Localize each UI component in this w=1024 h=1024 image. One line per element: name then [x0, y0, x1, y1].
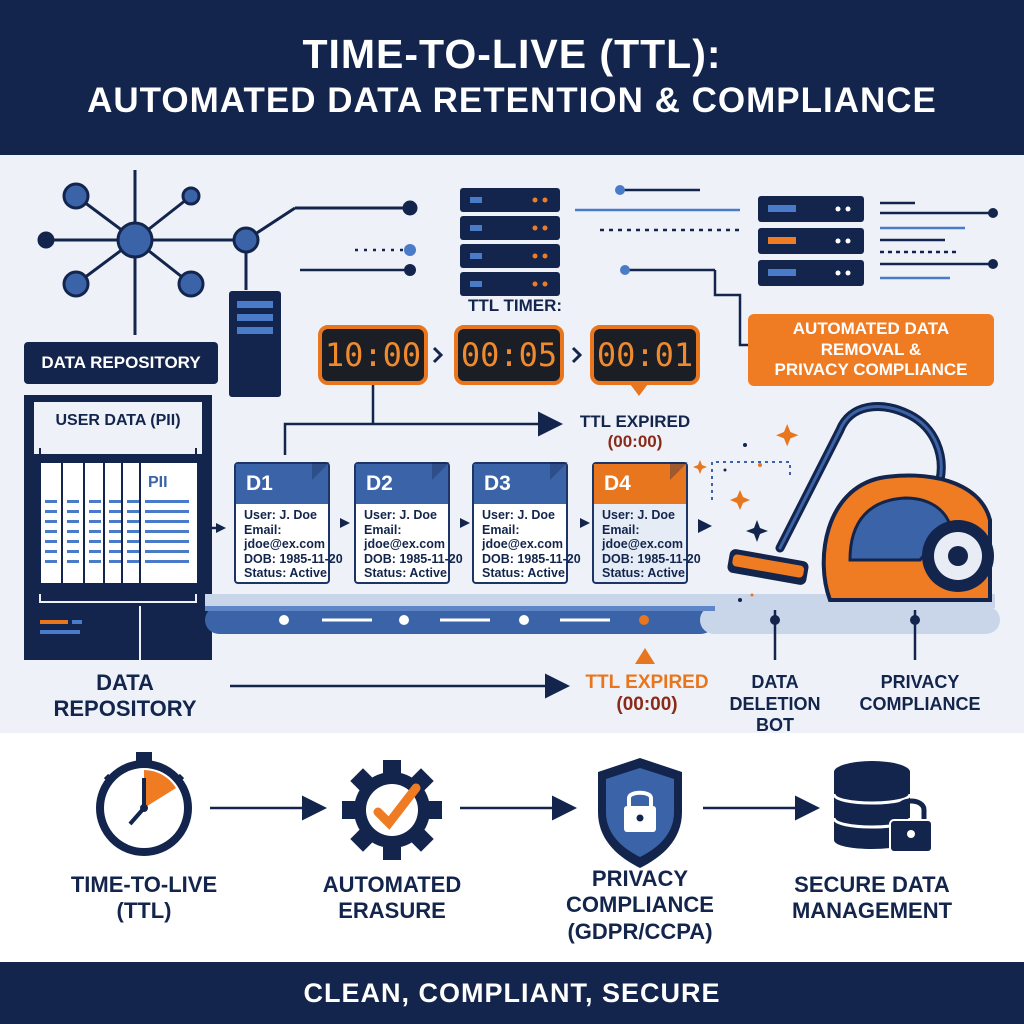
- card-email: jdoe@ex.com: [602, 537, 683, 551]
- ttl-line-1: TIME-TO-LIVE: [70, 872, 218, 897]
- card-corner-icon: [432, 462, 450, 480]
- data-links: [300, 244, 416, 276]
- ttl-expired-top: TTL EXPIRED: [579, 412, 691, 431]
- privacy-line-2: COMPLIANCE: [859, 693, 981, 714]
- data-repository-label: DATA REPOSITORY: [40, 670, 210, 723]
- ttl-timer-label: TTL TIMER:: [467, 296, 563, 315]
- process-label-erasure: AUTOMATED ERASURE: [292, 872, 492, 925]
- automated-removal-box: AUTOMATED DATA REMOVAL & PRIVACY COMPLIA…: [748, 314, 994, 386]
- card-status: Status: Active: [364, 566, 447, 580]
- secure-line-2: MANAGEMENT: [791, 898, 953, 924]
- timer-pointer: [630, 384, 648, 396]
- card-id: D3: [474, 464, 566, 504]
- deletion-bot-label: DATA DELETION BOT: [715, 672, 835, 737]
- removal-line-1: AUTOMATED DATA: [792, 319, 950, 339]
- process-label-privacy: PRIVACY COMPLIANCE (GDPR/CCPA): [530, 866, 750, 945]
- repo-label-line-1: DATA: [96, 670, 154, 695]
- card-user: User: J. Doe: [482, 508, 555, 522]
- card-id: D1: [236, 464, 328, 504]
- header-banner: TIME-TO-LIVE (TTL): AUTOMATED DATA RETEN…: [0, 0, 1024, 155]
- title-line-1: TIME-TO-LIVE (TTL):: [302, 31, 722, 78]
- removal-line-2: REMOVAL &: [820, 339, 922, 359]
- user-data-label: USER DATA (PII): [55, 412, 181, 429]
- card-arrows: [206, 518, 712, 533]
- card-id: D2: [356, 464, 448, 504]
- pii-document-stack: PII: [39, 461, 199, 585]
- privacy-proc-line-3: (GDPR/CCPA): [567, 918, 713, 944]
- removal-line-3: PRIVACY COMPLIANCE: [774, 360, 968, 380]
- card-corner-icon: [670, 462, 688, 480]
- card-dob: DOB: 1985-11-20: [244, 551, 343, 566]
- ttl-expired-bottom: TTL EXPIRED: [585, 672, 709, 693]
- sparkle-icons: [693, 424, 799, 602]
- ttl-line-2: (TTL): [116, 898, 172, 924]
- card-dob: DOB: 1985-11-20: [602, 551, 701, 566]
- expired-marker-icon: [635, 648, 655, 664]
- card-email-label: Email:: [482, 522, 520, 537]
- card-status: Status: Active: [244, 566, 327, 580]
- card-user: User: J. Doe: [602, 508, 675, 522]
- card-dob: DOB: 1985-11-20: [482, 551, 581, 566]
- card-status: Status: Active: [602, 566, 685, 580]
- server-links: [575, 185, 748, 347]
- vacuum-cleaner-icon: [727, 402, 994, 602]
- rack-links: [880, 201, 998, 280]
- card-user: User: J. Doe: [244, 508, 317, 522]
- erasure-line-1: AUTOMATED: [322, 872, 462, 897]
- erasure-line-2: ERASURE: [338, 898, 446, 924]
- dotted-path: [711, 461, 791, 500]
- card-email-label: Email:: [602, 522, 640, 537]
- card-id: D4: [594, 464, 686, 504]
- timer-2: 00:05: [454, 325, 564, 385]
- privacy-line-1: PRIVACY: [880, 672, 960, 692]
- process-label-secure: SECURE DATA MANAGEMENT: [772, 872, 972, 925]
- network-hub-icon: [37, 170, 418, 335]
- card-email-label: Email:: [244, 522, 282, 537]
- pii-doc-label: PII: [148, 474, 168, 491]
- title-line-2: AUTOMATED DATA RETENTION & COMPLIANCE: [87, 81, 937, 121]
- server-tower-icon: [229, 291, 281, 397]
- card-status: Status: Active: [482, 566, 565, 580]
- repo-label-line-2: REPOSITORY: [53, 696, 197, 722]
- privacy-proc-line-2: COMPLIANCE: [566, 892, 714, 918]
- ttl-expired-bottom-time: (00:00): [616, 694, 678, 715]
- card-dob: DOB: 1985-11-20: [364, 551, 463, 566]
- card-email: jdoe@ex.com: [364, 537, 445, 551]
- card-corner-icon: [312, 462, 330, 480]
- server-stack-icon: [460, 188, 560, 296]
- card-user: User: J. Doe: [364, 508, 437, 522]
- footer-tagline: CLEAN, COMPLIANT, SECURE: [303, 977, 721, 1008]
- shield-lock-icon: [598, 758, 682, 868]
- pii-document-icon: [139, 461, 199, 585]
- card-email: jdoe@ex.com: [482, 537, 563, 551]
- conveyor-belt: [205, 594, 1000, 660]
- footer-banner: CLEAN, COMPLIANT, SECURE: [0, 962, 1024, 1024]
- bot-line-1: DATA: [751, 672, 799, 692]
- ttl-expired-top-time: (00:00): [607, 432, 663, 451]
- timer-arrows: [432, 346, 583, 364]
- bot-line-2: DELETION: [729, 693, 821, 714]
- ttl-flow-arrow: [283, 385, 563, 455]
- bot-line-3: BOT: [756, 715, 794, 736]
- card-email: jdoe@ex.com: [244, 537, 325, 551]
- server-rack-icon: [758, 196, 864, 286]
- card-email-label: Email:: [364, 522, 402, 537]
- privacy-proc-line-1: PRIVACY: [591, 866, 689, 891]
- gear-check-icon: [342, 760, 442, 860]
- data-repository-box: DATA REPOSITORY: [24, 342, 218, 384]
- stopwatch-icon: [96, 752, 192, 856]
- secure-line-1: SECURE DATA: [794, 872, 950, 897]
- card-corner-icon: [550, 462, 568, 480]
- timer-1: 10:00: [318, 325, 428, 385]
- database-lock-icon: [832, 761, 933, 853]
- privacy-compliance-label: PRIVACY COMPLIANCE: [840, 672, 1000, 715]
- timer-3: 00:01: [590, 325, 700, 385]
- process-label-ttl: TIME-TO-LIVE (TTL): [44, 872, 244, 925]
